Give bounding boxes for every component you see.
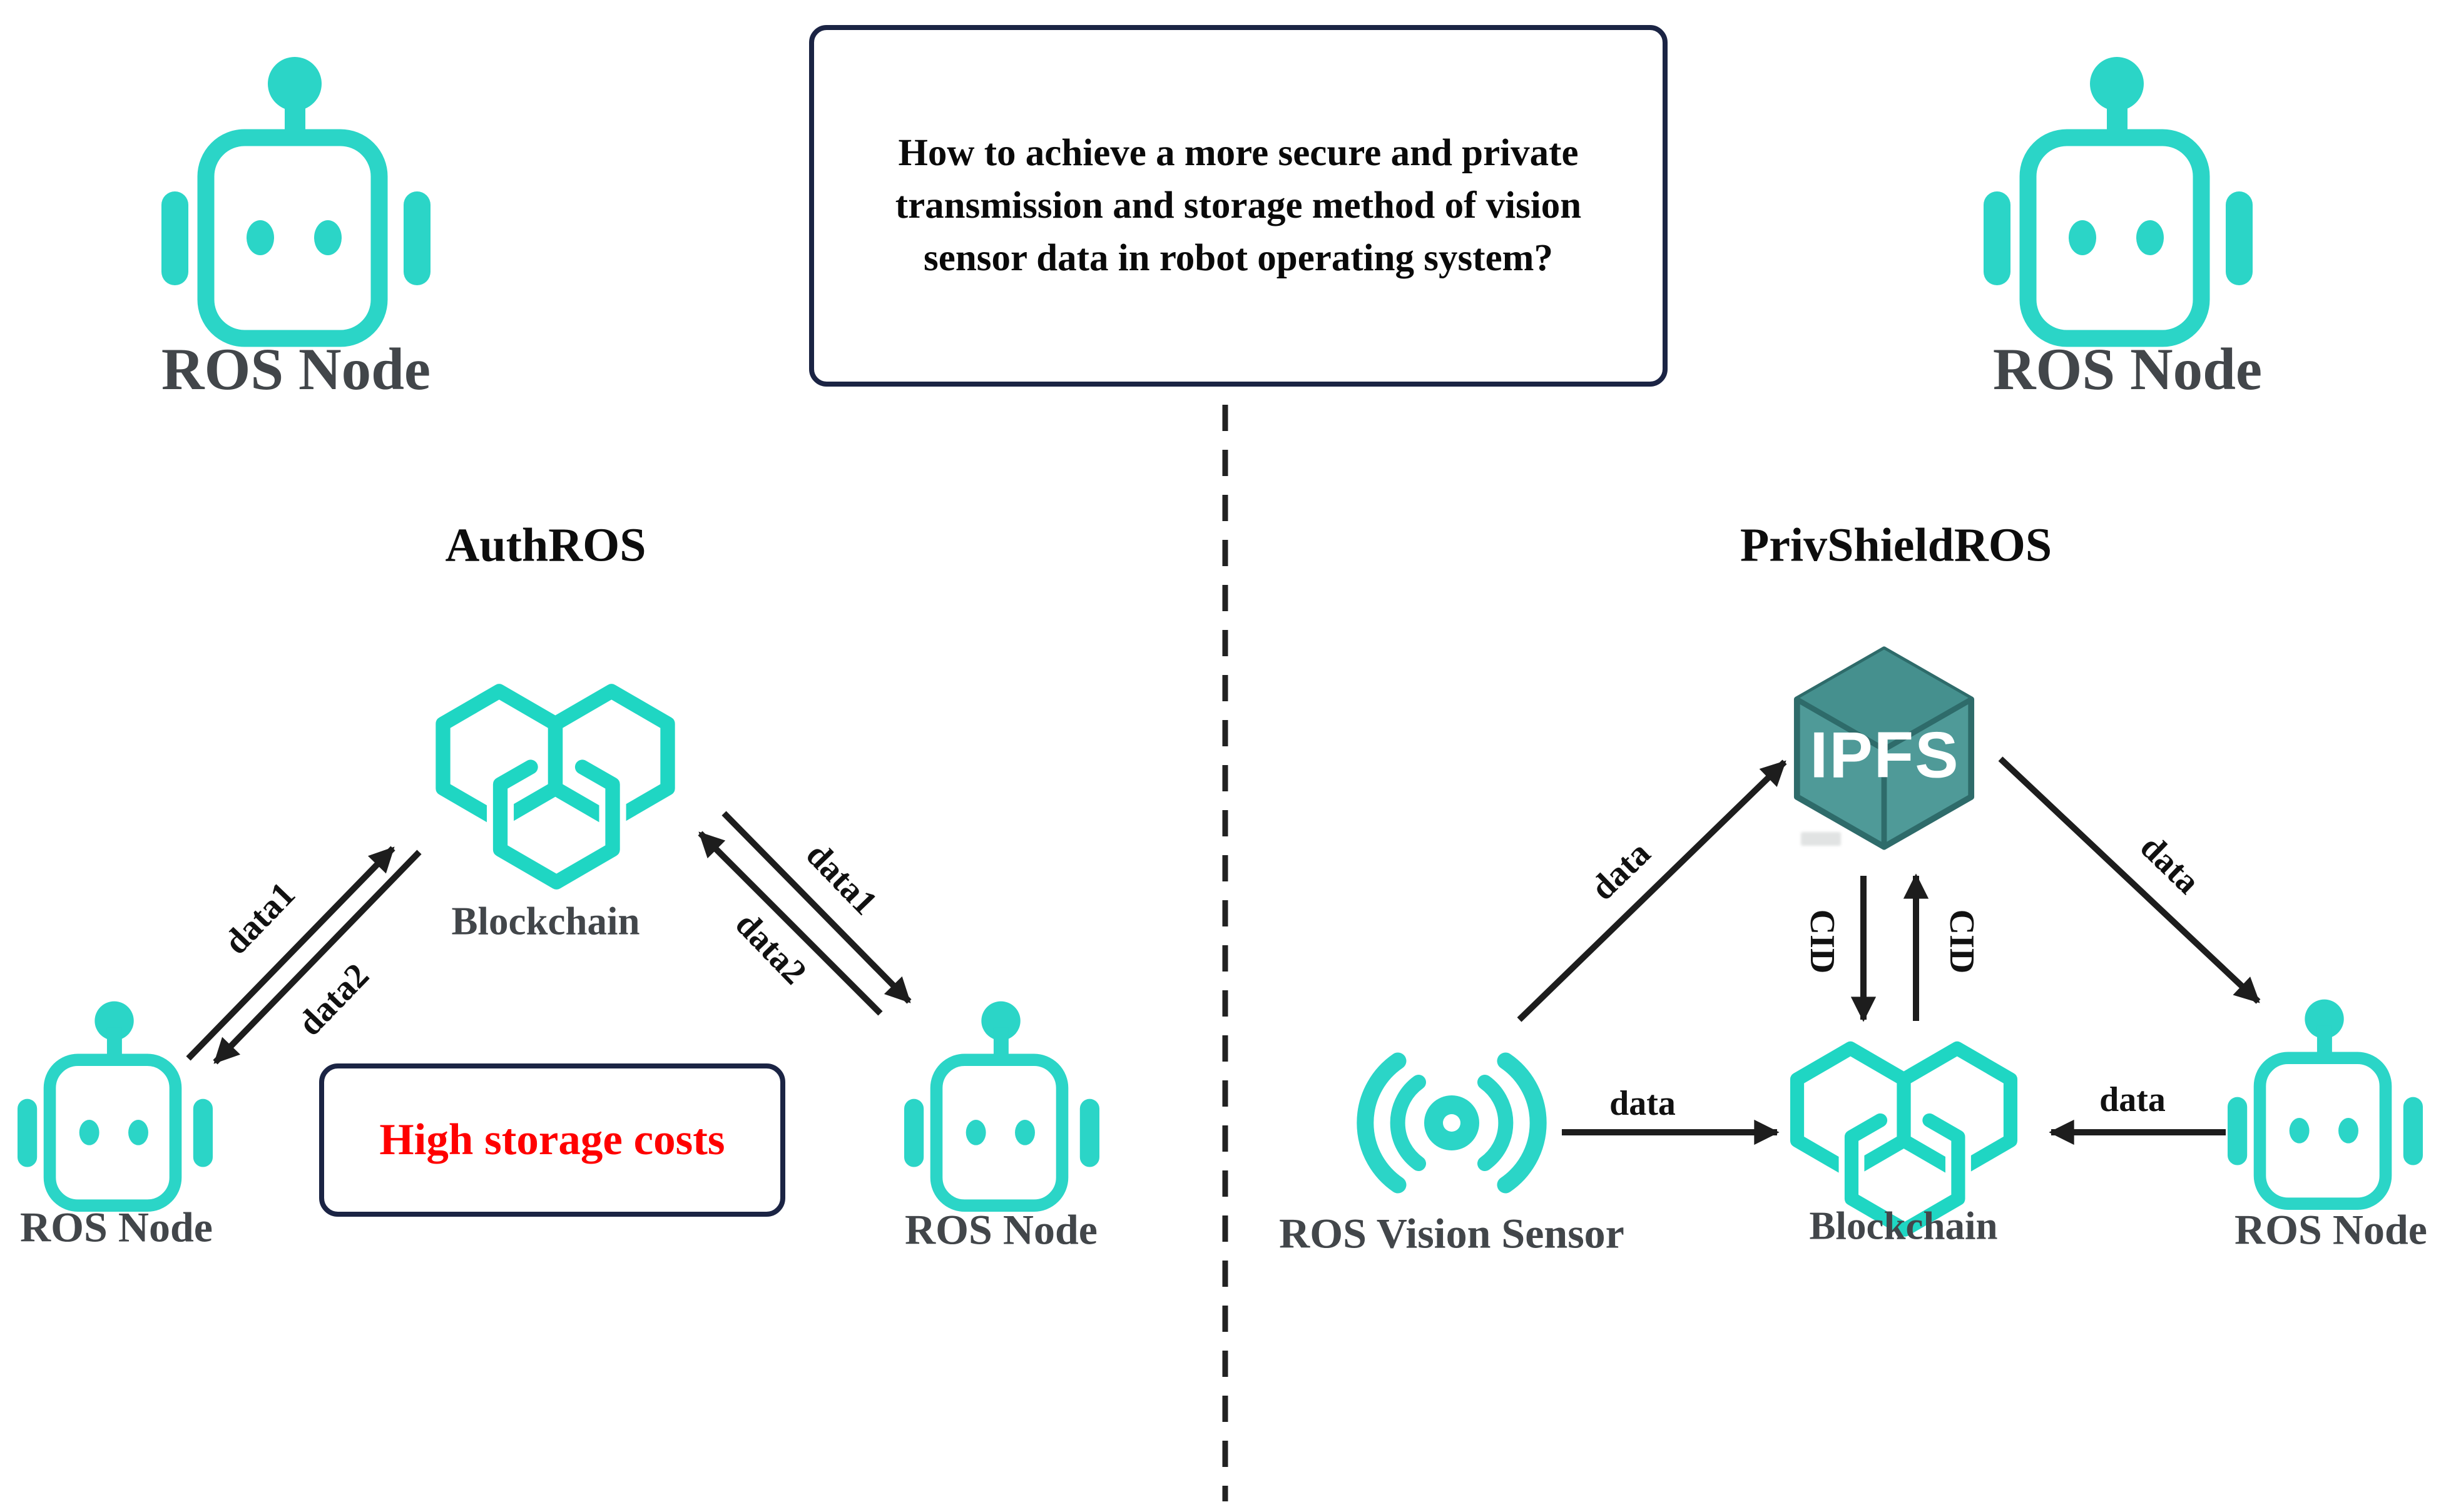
arrow-sensor-to-ipfs [1517,759,1787,1022]
question-line-1: How to achieve a more secure and private [898,132,1579,174]
arrow-ipfs-to-node [1998,756,2261,1004]
blockchain-label-authros: Blockchain [451,899,640,943]
ros-node-label-top-left: ROS Node [161,336,431,402]
arrow-blockchain-to-node2 [721,811,912,1004]
privshieldros-title: PrivShieldROS [1740,519,2052,572]
watermark [1801,832,1841,846]
question-line-3: sensor data in robot operating system? [924,237,1553,279]
edge-label-data-node-chain: data [2099,1080,2166,1119]
robot-icon [161,55,431,349]
ros-node-label-privshield: ROS Node [2234,1205,2427,1254]
ros-node-label-authros-right: ROS Node [905,1205,1098,1254]
ros-vision-sensor-label: ROS Vision Sensor [1279,1209,1624,1257]
ipfs-label: IPFS [1810,719,1960,792]
blockchain-label-privshield: Blockchain [1809,1204,1998,1248]
blockchain-icon [432,674,679,905]
ros-node-label-authros-left: ROS Node [20,1203,213,1251]
vision-sensor-icon [1345,1043,1558,1206]
high-storage-costs-box: High storage costs [319,1063,785,1217]
robot-icon [2228,998,2423,1212]
arrow-node2-to-blockchain [698,831,883,1016]
authros-title: AuthROS [445,519,646,572]
arrow-node1-to-blockchain [186,846,395,1061]
question-box: How to achieve a more secure and private… [809,25,1668,387]
question-line-2: transmission and storage method of visio… [895,185,1582,226]
robot-icon [904,1000,1099,1214]
edge-label-cid-down: CID [1803,909,1842,974]
edge-label-cid-up: CID [1942,909,1981,974]
edge-label-data-sensor-chain: data [1609,1084,1676,1123]
robot-icon [1984,55,2253,349]
arrow-blockchain-to-node1 [213,850,422,1065]
robot-icon [18,1000,213,1214]
ros-node-label-top-right: ROS Node [1992,336,2263,402]
high-storage-costs-text: High storage costs [379,1115,725,1164]
